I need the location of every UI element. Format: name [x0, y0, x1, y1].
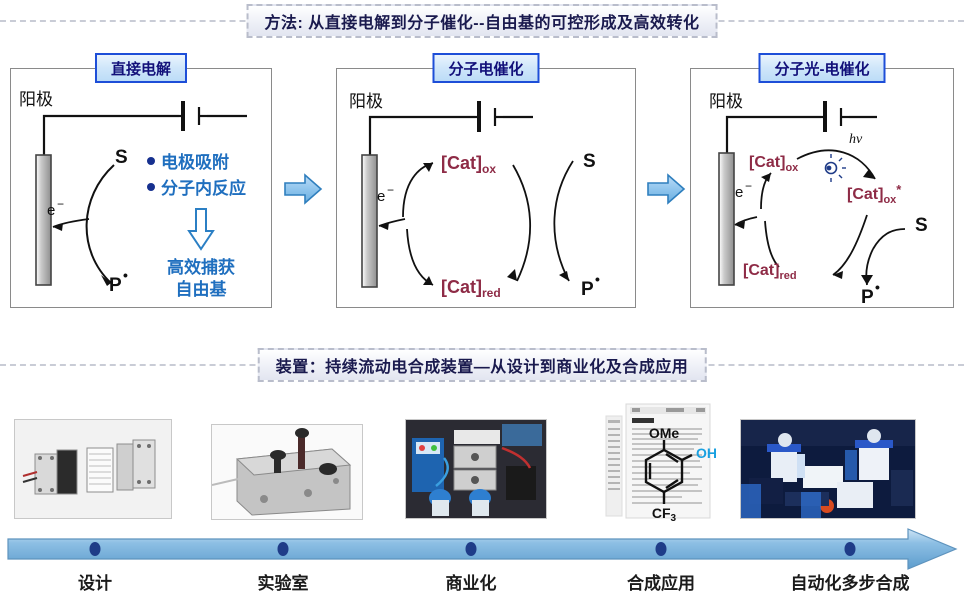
cat-ox-excited-label-3: [Cat]ox* — [847, 182, 902, 206]
product-label-2: P — [581, 279, 594, 300]
cat-red-label-2: [Cat]red — [441, 277, 501, 300]
bullet-dot-2 — [147, 183, 155, 191]
electron-superscript-2: − — [387, 183, 394, 197]
electron-superscript-3: − — [745, 179, 752, 193]
bullet-label-electrode-adsorption: 电极吸附 — [161, 152, 229, 172]
molecule-label-ome: OMe — [649, 425, 680, 441]
timeline-label-automation: 自动化多步合成 — [790, 574, 910, 593]
product-label-1: P — [109, 275, 122, 296]
panel-title-molecular-photo-electrocatalysis: 分子光-电催化 — [758, 53, 886, 83]
thumbnail-paper-with-structure[interactable]: OMe OH CF3 — [600, 398, 716, 528]
anode-label-3: 阳极 — [709, 92, 743, 111]
panel-direct-electrolysis: 直接电解 阳极 — [10, 53, 272, 308]
product-radical-dot-3: • — [875, 279, 880, 295]
bullet-label-intramolecular-reaction: 分子内反应 — [161, 178, 246, 198]
product-radical-dot-1: • — [123, 267, 128, 283]
bullet-dot-1 — [147, 157, 155, 165]
electron-superscript-1: − — [57, 197, 64, 211]
anode-label-1: 阳极 — [19, 90, 53, 109]
direct-electrolysis-diagram: 阳极 — [19, 90, 247, 299]
cat-red-label-3: [Cat]red — [743, 262, 797, 282]
light-source-icon — [824, 154, 846, 182]
outcome-line1: 高效捕获 — [167, 257, 235, 277]
molecule-label-cf3: CF3 — [652, 505, 677, 524]
devices-banner-row: 装置：持续流动电合成装置—从设计到商业化及合成应用 — [0, 348, 964, 382]
product-radical-dot-2: • — [595, 271, 600, 287]
product-label-3: P — [861, 287, 874, 308]
substrate-label-1: S — [115, 147, 128, 168]
molecule-label-oh: OH — [696, 445, 716, 461]
timeline-dot-2 — [277, 542, 289, 556]
substrate-label-3: S — [915, 215, 928, 236]
photo-electrocatalysis-diagram: 阳极 e − [Cat]ox [Cat]red [Cat]ox* — [709, 92, 928, 308]
arrow-panel1-to-panel2 — [283, 172, 323, 206]
electron-label-1: e — [47, 202, 55, 219]
anode-label-2: 阳极 — [349, 92, 383, 111]
cat-ox-label-3: [Cat]ox — [749, 154, 799, 174]
methods-banner-label: 方法: 从直接电解到分子催化--自由基的可控形成及高效转化 — [246, 4, 718, 38]
thumbnail-automated-synthesis-platform[interactable] — [740, 419, 916, 519]
thumbnail-flow-cell-exploded-view[interactable] — [14, 419, 172, 519]
photon-label: hv — [849, 132, 863, 147]
timeline-label-commercial: 商业化 — [445, 574, 497, 593]
electron-label-2: e — [377, 188, 385, 205]
devices-banner-label: 装置：持续流动电合成装置—从设计到商业化及合成应用 — [257, 348, 707, 382]
panel-title-direct-electrolysis: 直接电解 — [94, 53, 188, 83]
timeline-label-application: 合成应用 — [627, 574, 695, 593]
outcome-line2: 自由基 — [176, 279, 228, 299]
down-arrow-icon — [187, 208, 215, 251]
timeline-dot-5 — [844, 542, 856, 556]
timeline-dot-4 — [655, 542, 667, 556]
timeline-label-lab: 实验室 — [257, 574, 309, 593]
timeline-dot-1 — [89, 542, 101, 556]
thumbnail-lab-reactor-block[interactable] — [211, 424, 363, 520]
timeline-arrow — [7, 528, 958, 570]
thumbnail-commercial-flow-system[interactable] — [405, 419, 547, 519]
timeline-dot-3 — [465, 542, 477, 556]
molecular-electrocatalysis-diagram: 阳极 e − [Cat]ox [Cat]red — [349, 92, 600, 300]
arrow-panel2-to-panel3 — [646, 172, 686, 206]
panel-molecular-electrocatalysis: 分子电催化 阳极 e — [336, 53, 636, 308]
panel-molecular-photo-electrocatalysis: 分子光-电催化 阳极 e − — [690, 53, 954, 308]
timeline-label-design: 设计 — [78, 574, 112, 593]
maturity-timeline: 设计 实验室 商业化 合成应用 自动化多步合成 — [0, 527, 964, 602]
substrate-label-2: S — [583, 151, 596, 172]
electron-label-3: e — [735, 184, 743, 201]
panel-title-molecular-electrocatalysis: 分子电催化 — [432, 53, 540, 83]
cat-ox-label-2: [Cat]ox — [441, 153, 496, 176]
methods-banner-row: 方法: 从直接电解到分子催化--自由基的可控形成及高效转化 — [0, 4, 964, 38]
